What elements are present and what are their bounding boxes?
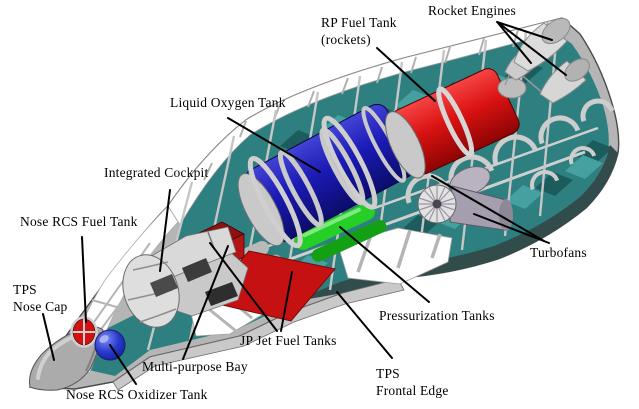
lox-frame-hoop [247, 156, 303, 249]
lox-tank-end-dome [237, 173, 285, 247]
leader-lines [42, 21, 567, 385]
nose-section [29, 316, 126, 391]
truss-posts [203, 21, 549, 181]
turbofan-exhaust [499, 199, 513, 231]
opening-aft [337, 227, 453, 285]
label-nose-rcs-fuel-tank: Nose RCS Fuel Tank [20, 214, 138, 229]
leader-nose-rcs-fuel-tank [81, 236, 87, 323]
leader-turbofans-1 [431, 175, 545, 242]
internal-components [29, 17, 590, 391]
leader-rocket-engines-1 [496, 21, 553, 41]
label-tps-nose-cap: TPS Nose Cap [13, 282, 68, 314]
rp-fuel-tank [384, 68, 520, 179]
rp-tank-end-dome [384, 111, 426, 179]
label-rp-fuel-tank: RP Fuel Tank (rockets) [321, 15, 397, 47]
label-integrated-cockpit: Integrated Cockpit [104, 165, 209, 180]
label-nose-rcs-oxidizer-tank: Nose RCS Oxidizer Tank [66, 387, 208, 402]
label-pressurization-tanks: Pressurization Tanks [379, 308, 495, 323]
leader-tps-nose-cap [42, 313, 55, 361]
label-jp-jet-fuel-tanks: JP Jet Fuel Tanks [240, 333, 337, 348]
label-tps-frontal-edge: TPS Frontal Edge [376, 366, 449, 398]
leader-rp-fuel-tank [376, 47, 436, 102]
lox-frame-hoop-2 [321, 115, 378, 210]
leader-pressurization-tanks [339, 226, 430, 303]
leader-tps-frontal-edge [336, 291, 393, 359]
pressurization-tanks [294, 203, 387, 262]
hull-underside-shadow [292, 145, 618, 302]
label-turbofans: Turbofans [530, 245, 587, 260]
engine-machinery [497, 77, 527, 99]
label-rocket-engines: Rocket Engines [428, 3, 516, 18]
leader-nose-rcs-oxidizer-tank [109, 344, 137, 385]
label-multi-purpose-bay: Multi-purpose Bay [142, 359, 248, 374]
leader-rocket-engines-2 [497, 22, 532, 64]
label-liquid-oxygen-tank: Liquid Oxygen Tank [170, 95, 286, 110]
turbofan-hub [432, 199, 442, 209]
rocket-engines [497, 17, 590, 104]
liquid-oxygen-tank [237, 103, 416, 249]
opening-aft-struts [356, 229, 442, 273]
leader-liquid-oxygen-tank [227, 117, 321, 173]
tps-frontal-edge-strip [112, 278, 405, 391]
integrated-cockpit [122, 226, 249, 328]
turbofans [417, 166, 513, 231]
leader-jp-jet-fuel-2 [280, 271, 293, 332]
leader-integrated-cockpit [159, 189, 171, 272]
leader-rocket-engines-3 [499, 23, 567, 76]
leader-turbofans-2 [473, 213, 550, 244]
leader-jp-jet-fuel-1 [209, 242, 278, 332]
leader-multi-purpose-bay [182, 245, 229, 360]
